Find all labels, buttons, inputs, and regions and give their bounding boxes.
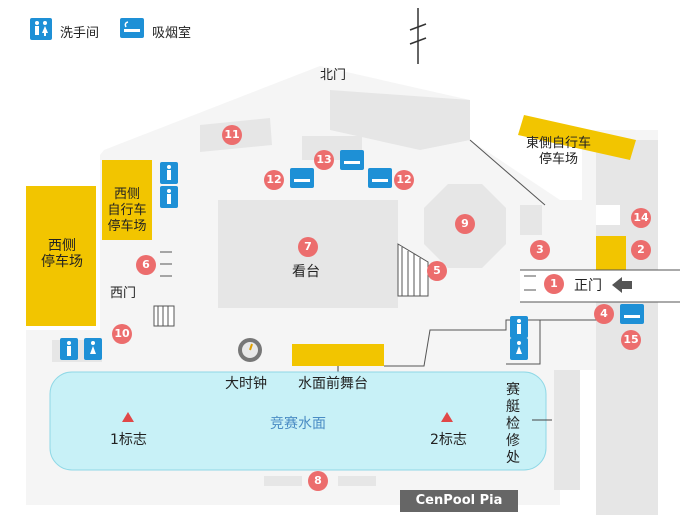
mark2-label: 2标志 xyxy=(430,432,467,448)
big-clock-label: 大时钟 xyxy=(225,376,267,392)
race-water-label: 竞赛水面 xyxy=(270,416,326,432)
restroom-legend-icon xyxy=(30,18,52,40)
stairs-5 xyxy=(397,243,429,297)
cenpool-sign: CenPool Pia xyxy=(400,490,518,512)
boat-inspection-label: 赛艇检修处 xyxy=(506,382,520,466)
badge-6: 6 xyxy=(136,255,156,275)
smoking-icon xyxy=(620,304,644,324)
badge-4: 4 xyxy=(594,304,614,324)
legend-smoking-label: 吸烟室 xyxy=(152,26,192,41)
main-gate-arrow xyxy=(612,277,632,293)
west-stairs xyxy=(153,305,175,327)
badge-10: 10 xyxy=(112,324,132,344)
smoking-legend-icon xyxy=(120,18,144,38)
legend-restroom-label: 洗手间 xyxy=(60,26,100,41)
smoking-icon xyxy=(368,168,392,188)
antenna-icon xyxy=(409,8,427,64)
restroom-icon xyxy=(84,338,102,360)
west-bike-parking-area xyxy=(102,160,152,240)
west-gate-label: 西门 xyxy=(110,286,137,301)
badge-14: 14 xyxy=(631,208,651,228)
smoking-icon xyxy=(340,150,364,170)
west-bike-parking-label: 西侧 自行车 停车场 xyxy=(107,187,147,234)
badge-9: 9 xyxy=(455,214,475,234)
west-parking-area xyxy=(26,186,96,326)
east-bike-parking-area xyxy=(518,115,636,160)
mark1-label: 1标志 xyxy=(110,432,147,448)
restroom-icon xyxy=(60,338,78,360)
badge-12: 12 xyxy=(394,170,414,190)
water-stage xyxy=(292,344,384,366)
north-building xyxy=(330,90,470,150)
badge-12: 12 xyxy=(264,170,284,190)
badge-8: 8 xyxy=(308,471,328,491)
restroom-icon xyxy=(160,186,178,208)
mark2-icon xyxy=(441,412,453,422)
stands-label: 看台 xyxy=(292,264,320,280)
restroom-icon xyxy=(510,338,528,360)
badge-7: 7 xyxy=(298,237,318,257)
smoking-icon xyxy=(290,168,314,188)
race-water xyxy=(49,371,547,471)
badge-3: 3 xyxy=(530,240,550,260)
building-3 xyxy=(520,205,542,235)
restroom-icon xyxy=(510,316,528,338)
badge-2: 2 xyxy=(631,240,651,260)
east-bays xyxy=(596,205,620,225)
mark1-icon xyxy=(122,412,134,422)
west-parking-label: 西侧 停车场 xyxy=(41,238,83,270)
east-bike-parking-label: 東側自行车 停车场 xyxy=(526,136,592,167)
main-gate-label: 正门 xyxy=(574,278,602,294)
inspection-strip xyxy=(554,370,580,490)
north-gate-label: 北门 xyxy=(320,68,347,83)
badge-13: 13 xyxy=(314,150,334,170)
east-yellow xyxy=(596,236,626,276)
restroom-icon xyxy=(160,162,178,184)
water-stage-label: 水面前舞台 xyxy=(298,376,368,392)
east-strip xyxy=(596,140,658,515)
badge-1: 1 xyxy=(544,274,564,294)
badge-5: 5 xyxy=(427,261,447,281)
badge-11: 11 xyxy=(222,125,242,145)
badge-15: 15 xyxy=(621,330,641,350)
